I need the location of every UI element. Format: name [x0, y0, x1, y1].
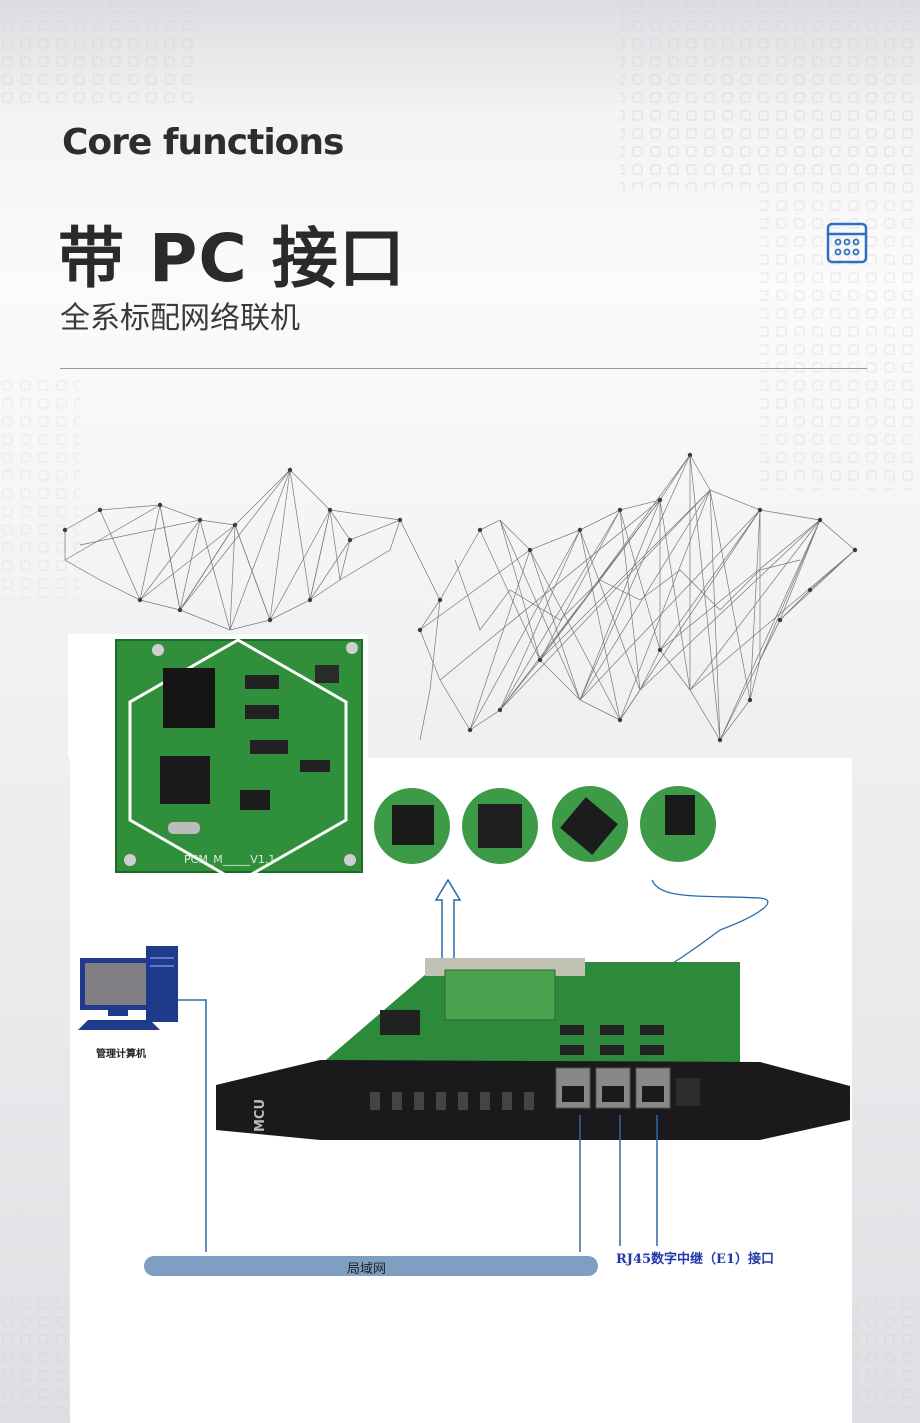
management-pc-icon — [78, 946, 178, 1030]
management-pc-label: 管理计算机 — [96, 1049, 146, 1060]
section-subtitle-en: Core functions — [62, 122, 344, 163]
rj45-interface-label: RJ45数字中继（E1）接口 — [616, 1252, 774, 1267]
lan-label: 局域网 — [347, 1262, 387, 1277]
pcm-module-board — [115, 638, 363, 884]
chip-closeups — [374, 786, 716, 864]
mcu-interface-card — [216, 958, 850, 1140]
feature-description: 全系标配网络联机 — [60, 301, 300, 336]
lan-bus-bar — [144, 1256, 598, 1276]
calculator-grid-icon — [826, 222, 868, 264]
header-divider — [60, 368, 867, 369]
up-arrow — [434, 878, 462, 960]
world-network-map — [62, 452, 858, 743]
board-silkscreen-label: PCM_M_____V1.1 — [184, 853, 276, 866]
page-title: 带 PC 接口 — [58, 220, 406, 297]
card-label: MCU — [253, 1098, 269, 1133]
